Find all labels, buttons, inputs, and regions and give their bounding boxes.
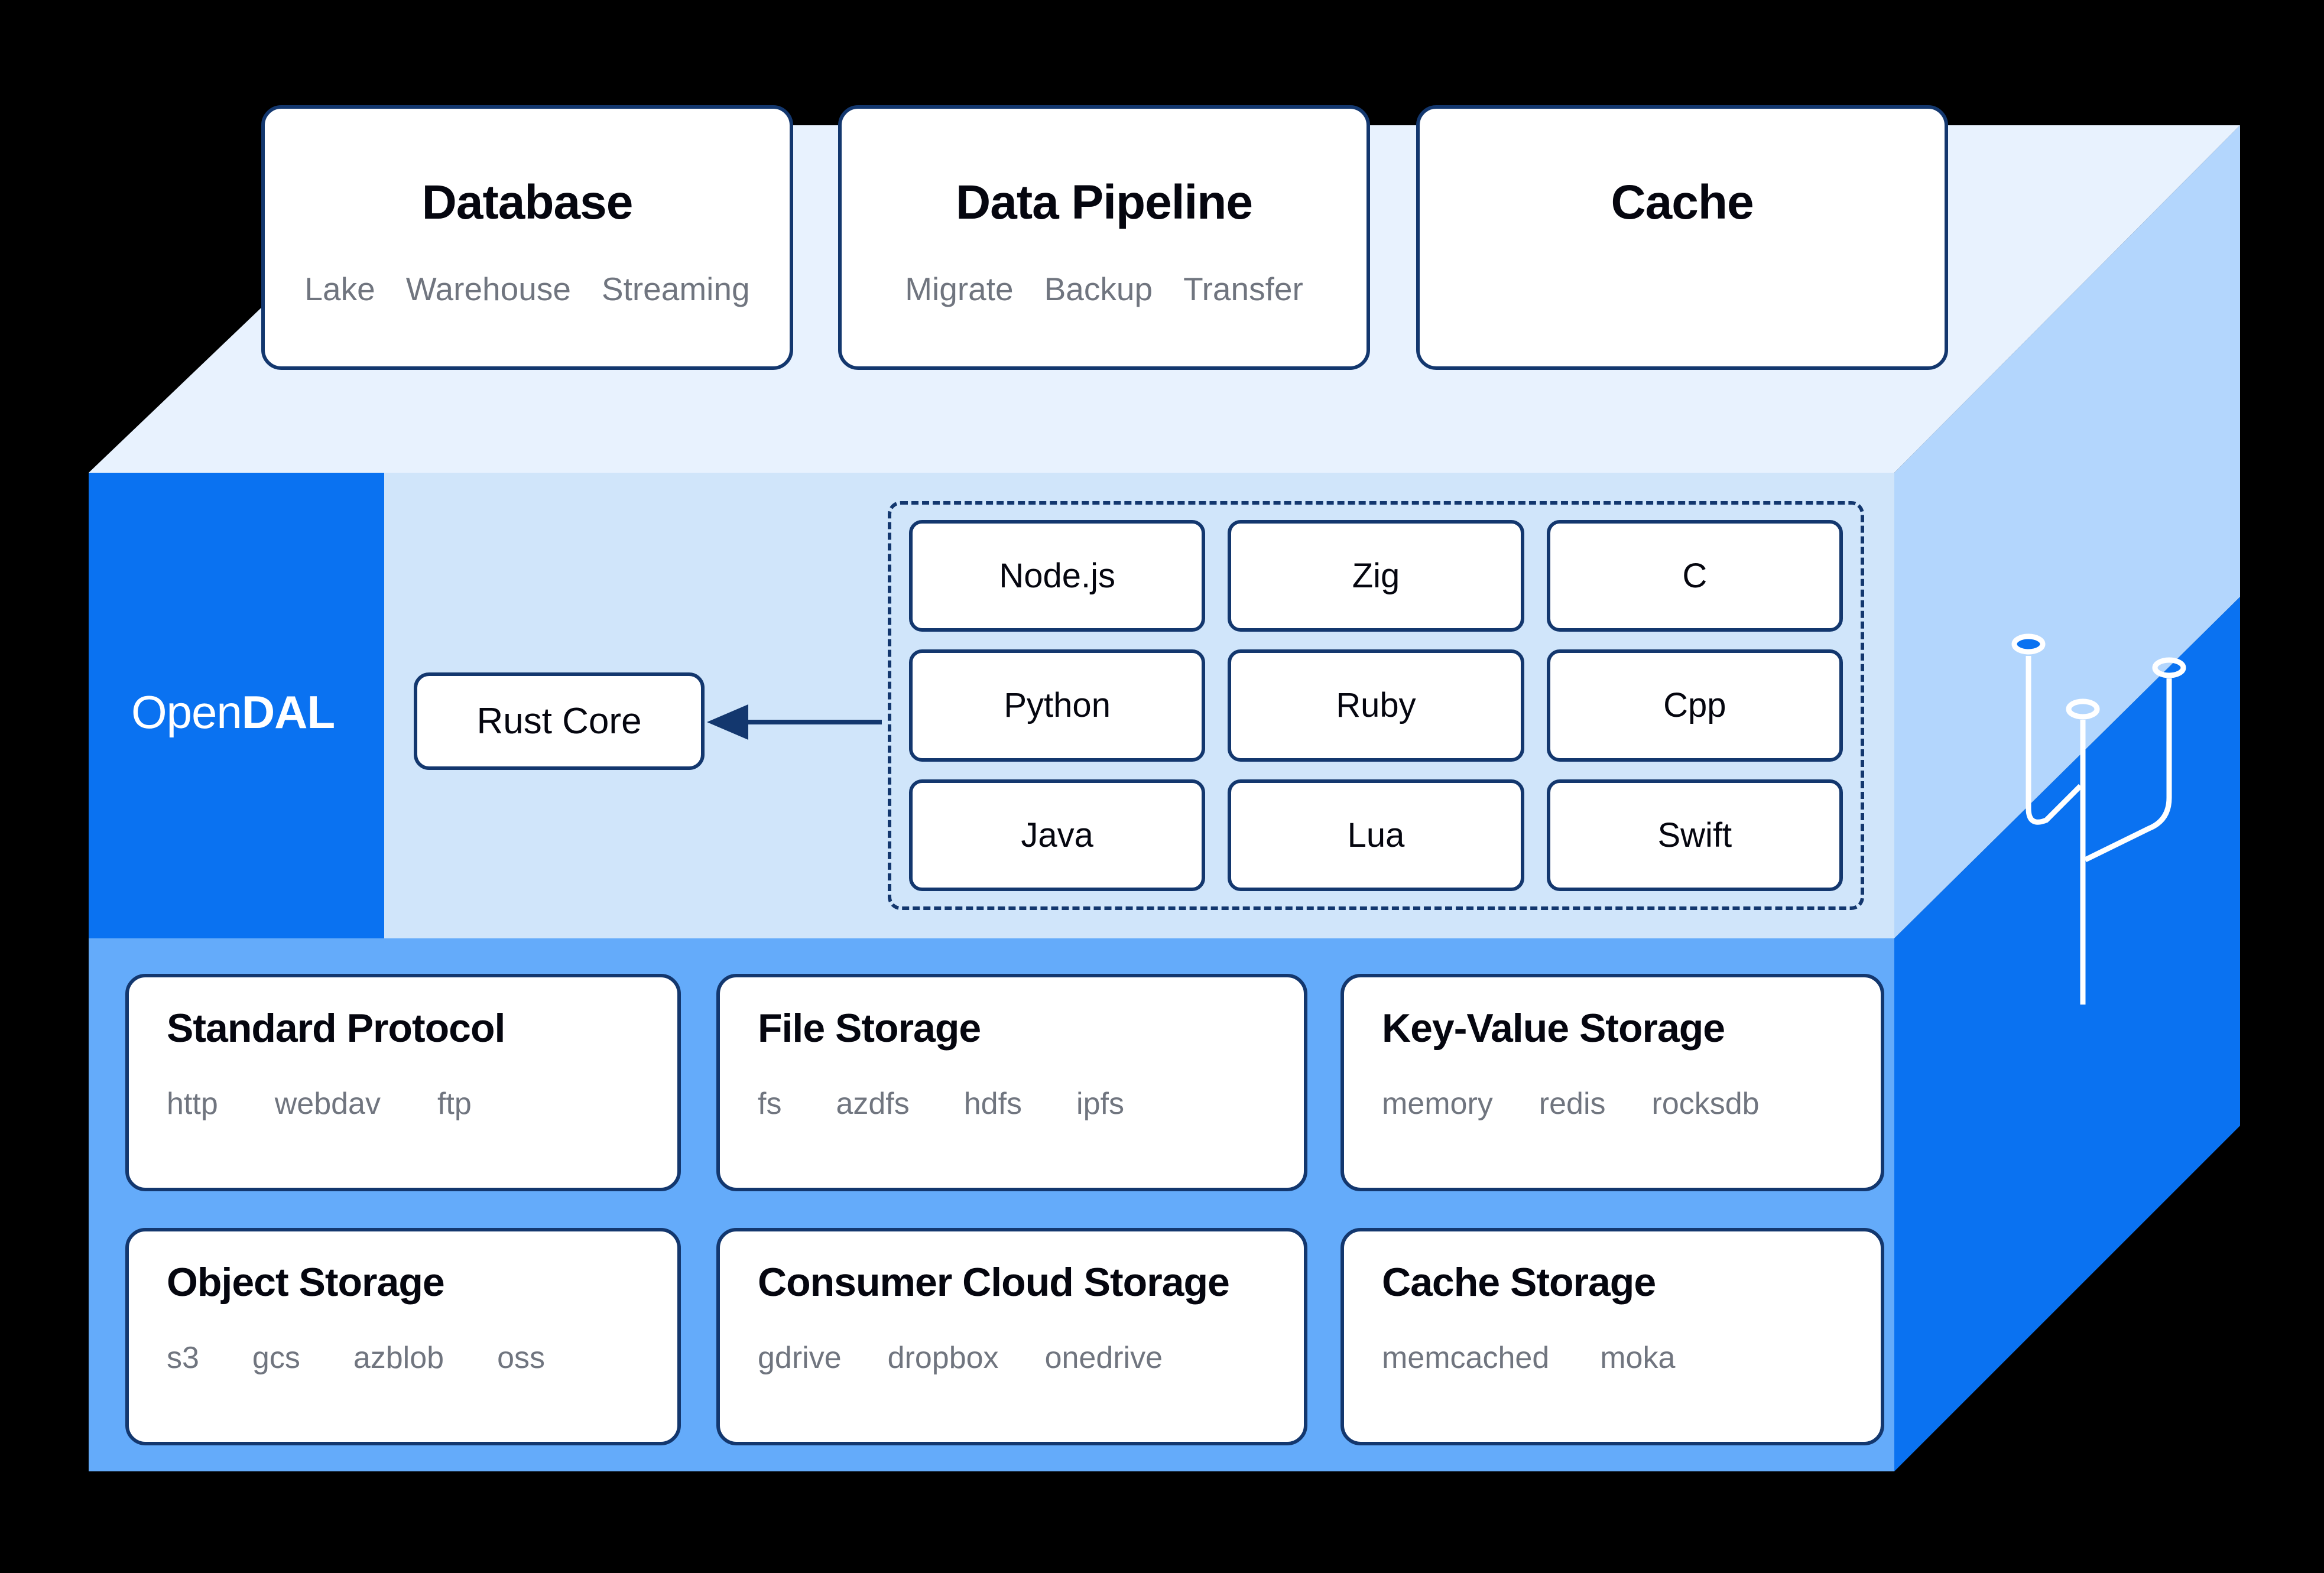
use-case-tag: Lake [304, 271, 375, 307]
language-label: Cpp [1663, 686, 1726, 725]
service-title: Standard Protocol [167, 1006, 505, 1051]
service-tags: memory redis rocksdb [1382, 1088, 1843, 1119]
service-tag: memory [1382, 1087, 1493, 1121]
language-label: Ruby [1336, 686, 1416, 725]
use-case-tag: Transfer [1183, 271, 1303, 307]
service-title: Key-Value Storage [1382, 1006, 1725, 1051]
use-case-tag: Migrate [905, 271, 1014, 307]
service-card-key-value-storage[interactable]: Key-Value Storage memory redis rocksdb [1340, 974, 1884, 1191]
language-cell-swift[interactable]: Swift [1546, 779, 1843, 891]
language-cell-java[interactable]: Java [909, 779, 1206, 891]
service-card-file-storage[interactable]: File Storage fs azdfs hdfs ipfs [716, 974, 1307, 1191]
language-bindings-group: Node.js Zig C Python Ruby Cpp Java Lua S… [888, 501, 1864, 910]
use-case-tag: Backup [1044, 271, 1153, 307]
service-tags: http webdav ftp [167, 1088, 640, 1119]
service-tag: gcs [252, 1341, 300, 1375]
service-tag: azblob [353, 1341, 444, 1375]
language-label: Node.js [999, 557, 1115, 596]
service-tag: memcached [1382, 1341, 1550, 1375]
use-case-title: Data Pipeline [956, 176, 1253, 229]
service-tags: memcached moka [1382, 1343, 1843, 1373]
language-label: Zig [1352, 557, 1400, 596]
service-tag: ftp [437, 1087, 472, 1121]
service-tag: redis [1538, 1087, 1606, 1121]
service-tag: hdfs [963, 1087, 1023, 1121]
box-side-face-lower [1894, 597, 2240, 1471]
service-tag: rocksdb [1651, 1087, 1760, 1121]
circuit-node-1 [2011, 633, 2046, 655]
service-card-standard-protocol[interactable]: Standard Protocol http webdav ftp [125, 974, 681, 1191]
service-title: Consumer Cloud Storage [758, 1260, 1230, 1305]
service-card-cache-storage[interactable]: Cache Storage memcached moka [1340, 1228, 1884, 1445]
binding-to-core-arrow [707, 704, 882, 740]
language-cell-ruby[interactable]: Ruby [1228, 649, 1524, 762]
logo-text-open: Open [131, 685, 242, 738]
use-case-tags: Lake Warehouse Streaming [304, 273, 749, 306]
service-title: Cache Storage [1382, 1260, 1656, 1305]
language-cell-python[interactable]: Python [909, 649, 1206, 762]
service-tag: dropbox [887, 1341, 999, 1375]
use-case-tag: Streaming [601, 271, 750, 307]
logo-text-dal: DAL [241, 685, 335, 738]
use-case-title: Cache [1611, 176, 1754, 229]
language-cell-lua[interactable]: Lua [1228, 779, 1524, 891]
language-label: Lua [1347, 815, 1405, 854]
rust-core-label: Rust Core [476, 701, 642, 742]
service-tag: ipfs [1076, 1087, 1124, 1121]
service-tag: fs [758, 1087, 782, 1121]
language-label: C [1682, 557, 1708, 596]
service-tag: onedrive [1044, 1341, 1163, 1375]
opendal-brand-block [89, 473, 384, 938]
use-case-card-cache[interactable]: Cache [1416, 105, 1948, 370]
service-tags: gdrive dropbox onedrive [758, 1343, 1266, 1373]
service-tags: fs azdfs hdfs ipfs [758, 1088, 1266, 1119]
use-case-row: Database Lake Warehouse Streaming Data P… [0, 0, 2324, 414]
language-cell-zig[interactable]: Zig [1228, 520, 1524, 632]
service-title: Object Storage [167, 1260, 445, 1305]
use-case-tag: Warehouse [405, 271, 571, 307]
service-tag: http [167, 1087, 218, 1121]
service-tag: azdfs [836, 1087, 910, 1121]
service-tag: s3 [167, 1341, 199, 1375]
language-cell-c[interactable]: C [1546, 520, 1843, 632]
circuit-decoration [2011, 633, 2186, 1005]
service-tags: s3 gcs azblob oss [167, 1343, 640, 1373]
circuit-trace-1 [2026, 656, 2083, 825]
service-title: File Storage [758, 1006, 981, 1051]
language-label: Python [1004, 686, 1111, 725]
service-card-consumer-cloud-storage[interactable]: Consumer Cloud Storage gdrive dropbox on… [716, 1228, 1307, 1445]
circuit-node-3 [2152, 657, 2186, 678]
use-case-card-database[interactable]: Database Lake Warehouse Streaming [261, 105, 793, 370]
use-case-tags: Migrate Backup Transfer [905, 273, 1303, 306]
box-side-face-upper [1894, 125, 2240, 938]
language-cell-cpp[interactable]: Cpp [1546, 649, 1843, 762]
language-label: Java [1021, 815, 1093, 854]
circuit-trace-3 [2084, 678, 2172, 863]
service-tag: moka [1600, 1341, 1676, 1375]
language-cell-nodejs[interactable]: Node.js [909, 520, 1206, 632]
service-tag: webdav [274, 1087, 381, 1121]
service-tag: gdrive [758, 1341, 842, 1375]
use-case-title: Database [421, 176, 634, 229]
service-tag: oss [497, 1341, 545, 1375]
rust-core-box[interactable]: Rust Core [414, 672, 705, 770]
use-case-card-data-pipeline[interactable]: Data Pipeline Migrate Backup Transfer [838, 105, 1370, 370]
language-label: Swift [1657, 815, 1732, 854]
service-card-object-storage[interactable]: Object Storage s3 gcs azblob oss [125, 1228, 681, 1445]
circuit-node-2 [2066, 698, 2100, 720]
